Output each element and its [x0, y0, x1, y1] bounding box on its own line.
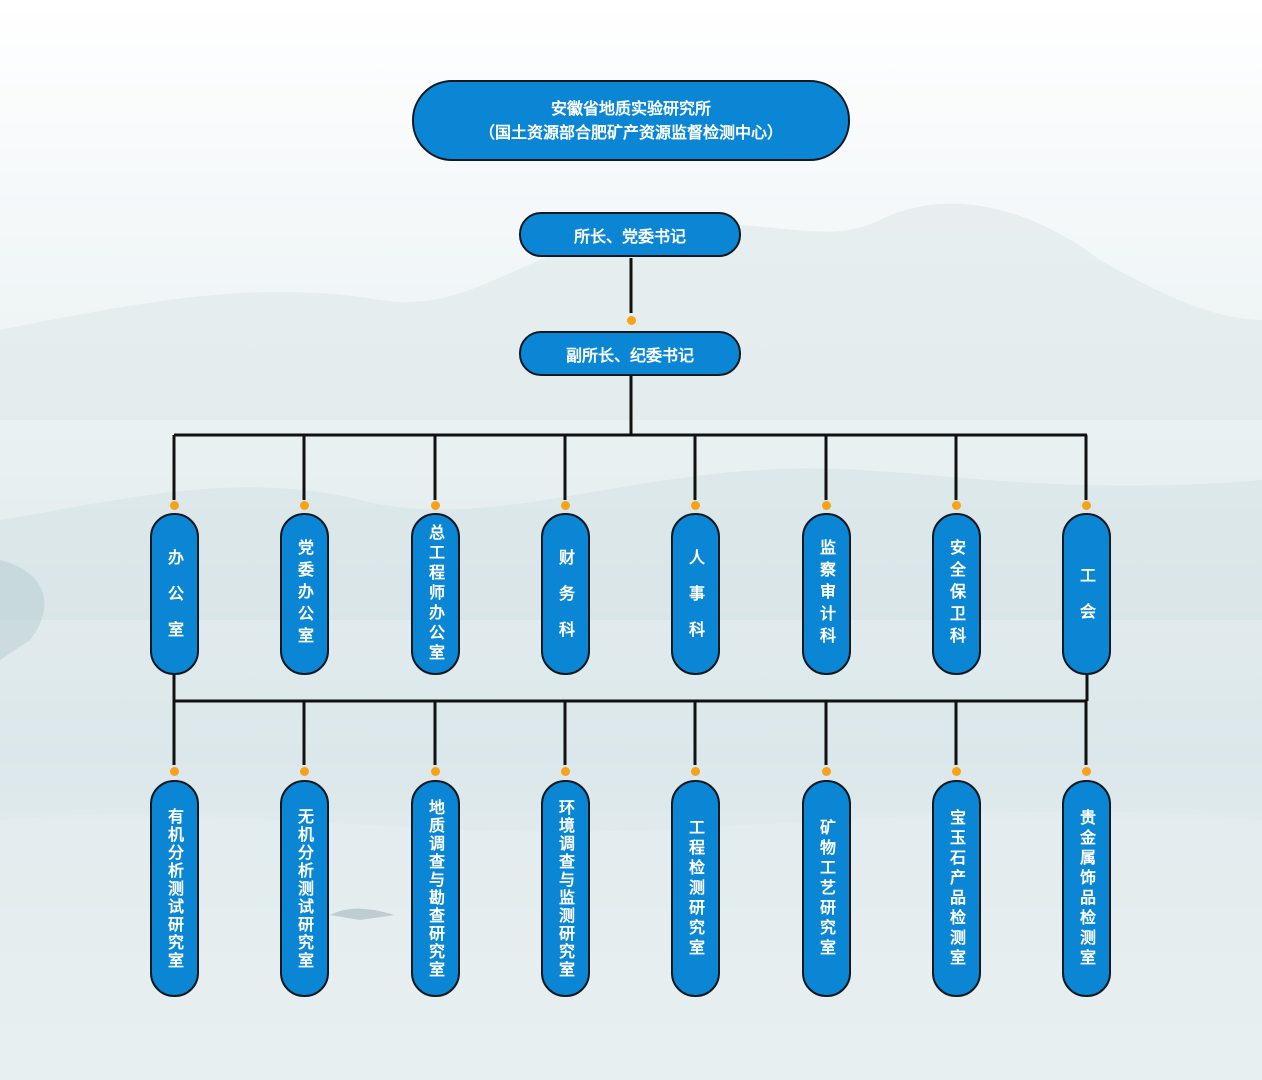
- department-box-2: 党委办公室: [279, 513, 329, 675]
- lab-label: 宝玉石产品检测室: [947, 808, 966, 969]
- lab-box-7: 宝玉石产品检测室: [931, 780, 981, 997]
- lab-box-5: 工程检测研究室: [670, 780, 720, 997]
- department-box-8: 工 会: [1061, 513, 1111, 675]
- junction-dot-deputy: [626, 315, 636, 325]
- department-label: 监察审计科: [817, 539, 836, 649]
- institute-name: 安徽省地质实验研究所: [550, 98, 711, 118]
- lab-box-4: 环境调查与监测研究室: [540, 780, 590, 997]
- deputy-director-label: 副所长、纪委书记: [565, 345, 694, 365]
- institute-subtitle: （国土资源部合肥矿产资源监督检测中心）: [478, 122, 783, 142]
- lab-box-2: 无机分析测试研究室: [279, 780, 329, 997]
- lab-label: 有机分析测试研究室: [165, 807, 184, 970]
- department-label: 工 会: [1077, 567, 1096, 621]
- lab-label: 地质调查与勘查研究室: [426, 798, 445, 979]
- department-box-4: 财 务 科: [540, 513, 590, 675]
- junction-dot-department-7: [951, 500, 961, 510]
- department-box-6: 监察审计科: [801, 513, 851, 675]
- junction-dot-department-1: [169, 500, 179, 510]
- lab-box-6: 矿物工艺研究室: [801, 780, 851, 997]
- lab-label: 环境调查与监测研究室: [556, 798, 575, 979]
- junction-dot-department-8: [1081, 500, 1091, 510]
- junction-dot-lab-8: [1081, 766, 1091, 776]
- department-label: 财 务 科: [556, 549, 575, 639]
- department-label: 总工程师办公室: [426, 524, 445, 664]
- lab-label: 无机分析测试研究室: [295, 807, 314, 970]
- lab-box-1: 有机分析测试研究室: [149, 780, 199, 997]
- department-label: 党委办公室: [295, 539, 314, 649]
- lab-box-8: 贵金属饰品检测室: [1061, 780, 1111, 997]
- department-box-7: 安全保卫科: [931, 513, 981, 675]
- junction-dot-department-6: [821, 500, 831, 510]
- junction-dot-lab-6: [821, 766, 831, 776]
- junction-dot-department-4: [560, 500, 570, 510]
- department-box-5: 人 事 科: [670, 513, 720, 675]
- department-box-3: 总工程师办公室: [410, 513, 460, 675]
- department-label: 办 公 室: [165, 549, 184, 639]
- department-box-1: 办 公 室: [149, 513, 199, 675]
- lab-label: 贵金属饰品检测室: [1077, 808, 1096, 969]
- junction-dot-lab-2: [299, 766, 309, 776]
- lab-box-3: 地质调查与勘查研究室: [410, 780, 460, 997]
- junction-dot-lab-7: [951, 766, 961, 776]
- director-box: 所长、党委书记: [519, 212, 741, 257]
- lab-label: 矿物工艺研究室: [817, 818, 836, 959]
- junction-dot-lab-1: [169, 766, 179, 776]
- department-label: 安全保卫科: [947, 539, 966, 649]
- junction-dot-department-5: [690, 500, 700, 510]
- institute-title-box: 安徽省地质实验研究所 （国土资源部合肥矿产资源监督检测中心）: [412, 80, 850, 161]
- junction-dot-department-3: [430, 500, 440, 510]
- junction-dot-lab-3: [430, 766, 440, 776]
- junction-dot-department-2: [299, 500, 309, 510]
- junction-dot-lab-5: [690, 766, 700, 776]
- lab-label: 工程检测研究室: [686, 818, 705, 959]
- junction-dot-lab-4: [560, 766, 570, 776]
- department-label: 人 事 科: [686, 549, 705, 639]
- deputy-director-box: 副所长、纪委书记: [519, 331, 741, 376]
- director-label: 所长、党委书记: [573, 226, 686, 246]
